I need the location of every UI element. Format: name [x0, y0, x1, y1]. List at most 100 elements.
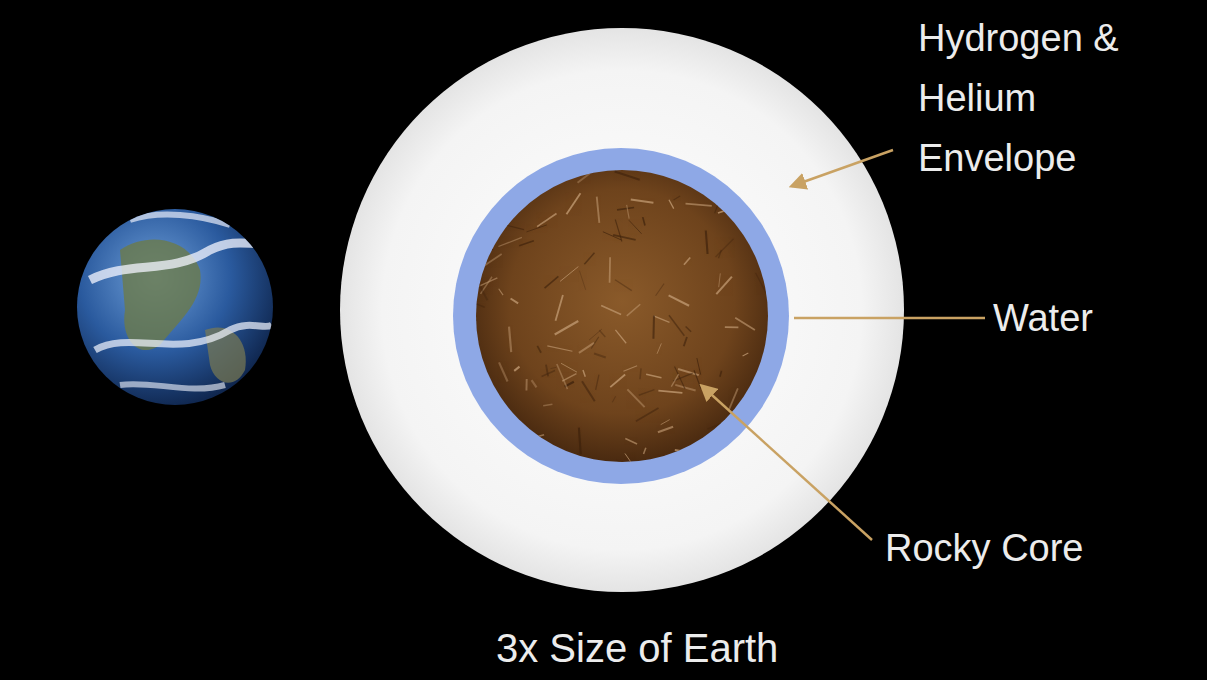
- core-texture-stroke: [674, 196, 681, 200]
- core-texture-stroke: [658, 427, 673, 432]
- core-texture-stroke: [707, 424, 720, 429]
- core-texture-stroke: [527, 225, 547, 232]
- core-texture-stroke: [686, 204, 712, 206]
- core-texture-stroke: [532, 380, 537, 387]
- core-texture-stroke: [671, 374, 678, 387]
- core-texture-stroke: [609, 257, 611, 282]
- core-texture-stroke: [652, 316, 655, 339]
- core-texture-stroke: [463, 220, 478, 234]
- core-texture-stroke: [745, 393, 755, 399]
- core-texture-stroke: [546, 365, 548, 377]
- core-texture-stroke: [658, 391, 682, 393]
- core-texture-stroke: [520, 435, 544, 442]
- core-texture-stroke: [743, 353, 749, 356]
- core-texture-stroke: [561, 363, 577, 372]
- core-texture-stroke: [597, 197, 600, 223]
- water-label: Water: [993, 288, 1093, 348]
- core-texture-stroke: [603, 232, 621, 240]
- core-texture-stroke: [487, 190, 503, 209]
- core-texture-stroke: [584, 253, 594, 265]
- earth: [77, 209, 273, 405]
- core-texture-stroke: [697, 358, 701, 375]
- core-texture-stroke: [756, 273, 767, 293]
- core-texture-stroke: [525, 379, 527, 390]
- core-texture-stroke: [719, 250, 722, 258]
- core-texture-stroke: [601, 305, 621, 314]
- rocky-core: [476, 170, 768, 462]
- core-texture-stroke: [476, 304, 484, 307]
- core-texture-stroke: [537, 213, 556, 226]
- core-texture-stroke: [477, 411, 482, 436]
- core-texture-stroke: [473, 247, 491, 249]
- core-texture-stroke: [627, 205, 629, 219]
- core-texture-stroke: [719, 273, 721, 287]
- core-texture-stroke: [615, 171, 640, 179]
- core-texture-stroke: [752, 226, 759, 234]
- core-texture-stroke: [669, 295, 689, 305]
- core-texture-stroke: [706, 230, 708, 254]
- core-texture-stroke: [732, 447, 748, 462]
- core-texture-stroke: [556, 295, 563, 321]
- core-texture-stroke: [473, 439, 476, 449]
- core-label: Rocky Core: [885, 518, 1084, 578]
- core-texture-stroke: [550, 367, 556, 368]
- core-texture-stroke: [509, 327, 511, 353]
- core-texture-stroke: [499, 362, 508, 381]
- core-texture-stroke: [661, 420, 670, 425]
- core-texture-stroke: [599, 330, 605, 337]
- core-texture-stroke: [596, 375, 599, 390]
- core-texture-stroke: [675, 385, 695, 391]
- core-texture-stroke: [612, 396, 615, 402]
- core-texture-stroke: [720, 424, 742, 430]
- core-texture-stroke: [594, 353, 606, 357]
- core-texture-stroke: [715, 195, 722, 213]
- core-texture-stroke: [543, 404, 552, 406]
- core-texture-stroke: [476, 350, 479, 372]
- core-texture-stroke: [483, 254, 502, 267]
- core-texture-stroke: [514, 367, 519, 371]
- core-texture-stroke: [497, 223, 524, 230]
- core-texture-stroke: [583, 370, 585, 377]
- core-texture-stroke: [479, 278, 497, 286]
- core-texture-stroke: [499, 289, 503, 295]
- core-texture-stroke: [468, 157, 478, 182]
- core-texture-stroke: [610, 375, 625, 388]
- core-texture-stroke: [579, 271, 585, 290]
- core-texture-stroke: [733, 435, 742, 445]
- core-texture-stroke: [669, 315, 684, 336]
- core-texture-stroke: [492, 183, 509, 194]
- core-texture-stroke: [462, 320, 476, 322]
- scale-caption: 3x Size of Earth: [496, 618, 778, 678]
- core-texture-stroke: [639, 390, 655, 396]
- core-texture-stroke: [654, 316, 670, 322]
- core-texture-stroke: [467, 158, 481, 182]
- core-texture-stroke: [511, 298, 519, 303]
- core-texture-stroke: [644, 448, 646, 454]
- core-texture-stroke: [537, 346, 541, 353]
- core-texture-stroke: [657, 343, 661, 353]
- core-texture-stroke: [462, 395, 481, 407]
- core-texture-stroke: [686, 327, 691, 332]
- core-texture-stroke: [627, 304, 640, 316]
- core-texture-stroke: [745, 170, 755, 181]
- core-texture-stroke: [560, 267, 578, 282]
- core-texture-stroke: [729, 388, 738, 409]
- core-texture-stroke: [591, 337, 598, 349]
- core-texture-stroke: [718, 209, 731, 213]
- core-texture-stroke: [709, 172, 720, 174]
- core-texture-stroke: [734, 423, 736, 435]
- core-texture-stroke: [716, 239, 734, 257]
- core-texture-stroke: [498, 237, 521, 246]
- core-texture-stroke: [555, 321, 579, 335]
- core-texture-stroke: [616, 460, 629, 467]
- core-texture-stroke: [629, 220, 642, 233]
- core-texture-stroke: [656, 284, 664, 296]
- core-texture-stroke: [623, 366, 637, 371]
- core-texture-stroke: [646, 374, 661, 378]
- water-layer: [453, 148, 789, 484]
- core-texture-stroke: [615, 280, 632, 291]
- core-texture-stroke: [578, 174, 590, 183]
- envelope-label: Hydrogen & Helium Envelope: [918, 8, 1133, 188]
- core-texture-stroke: [497, 176, 505, 183]
- core-texture-stroke: [669, 200, 674, 209]
